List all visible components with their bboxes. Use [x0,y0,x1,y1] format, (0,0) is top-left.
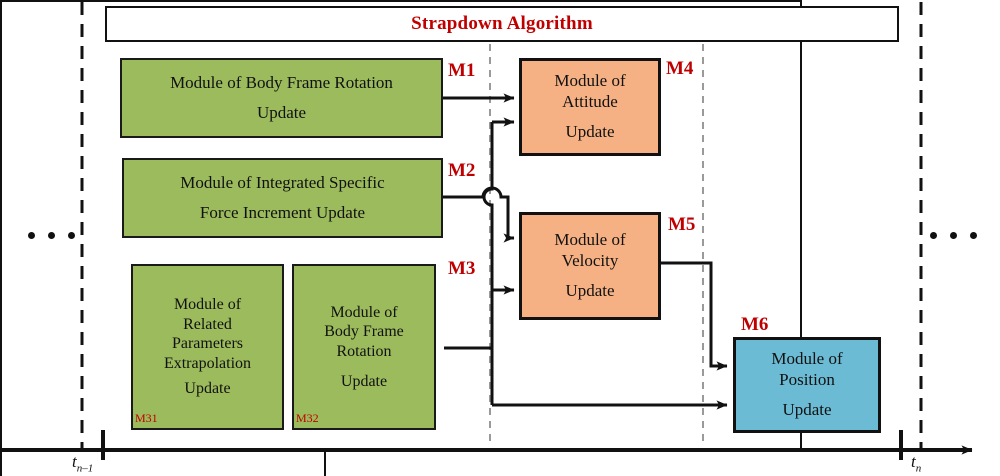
module-m31-line1: Module of [173,296,242,314]
diagram-title-bar: Strapdown Algorithm [105,6,899,42]
ellipsis-right-icon [930,232,977,239]
module-m2-line2: Force Increment Update [199,202,366,222]
connector-m2-to-m5 [443,186,515,243]
module-m32-line4: Update [340,372,388,390]
module-m1-tag: M1 [448,60,476,81]
axis-tick-right-sub: n [915,462,922,475]
axis-tick-label-right: tn [911,452,921,474]
module-m31-line4: Extrapolation [163,354,252,372]
module-m5-tag: M5 [668,214,696,235]
page-title: Strapdown Algorithm [411,13,593,34]
module-m31-tag: M31 [135,411,158,425]
module-m2-line1: Module of Integrated Specific [180,172,385,192]
module-m6-line1: Module of [771,349,843,369]
module-m6-tag: M6 [741,314,769,335]
module-m3-tag: M3 [448,258,476,279]
connector-m5-to-m6 [661,261,728,371]
time-axis-ticks [101,430,903,460]
axis-tick-left-sub: n–1 [76,462,94,475]
module-m1-line2: Update [256,102,307,122]
module-m32-line1: Module of [330,303,398,321]
module-m4-tag: M4 [666,58,694,79]
module-m2-tag: M2 [448,160,476,181]
module-m32-tag: M32 [296,411,319,425]
module-m31-line5: Update [184,380,231,398]
axis-tick-left-base: t [72,452,77,471]
module-m4-line1: Module of [554,71,626,91]
module-m6-line3: Update [782,399,832,419]
module-m31-related-parameters-extrapolation-update[interactable]: Module of Related Parameters Extrapolati… [131,264,284,430]
module-m2-integrated-specific-force-increment-update[interactable]: Module of Integrated Specific Force Incr… [122,158,443,238]
module-m32-line3: Rotation [336,343,392,360]
module-m32-body-frame-rotation-update[interactable]: Module of Body Frame Rotation Update [292,264,436,430]
module-m5-line2: Velocity [561,250,619,270]
module-m31-line3: Parameters [171,335,244,353]
module-m1-body-frame-rotation-update[interactable]: Module of Body Frame Rotation Update [120,58,443,138]
module-m6-position-update[interactable]: Module of Position Update [733,337,881,433]
module-m1-line1: Module of Body Frame Rotation [170,72,393,92]
module-m5-line1: Module of [554,229,626,249]
module-m5-velocity-update[interactable]: Module of Velocity Update [519,212,661,320]
module-m4-line2: Attitude [562,92,618,112]
module-m4-line3: Update [565,121,615,141]
module-m5-line3: Update [565,281,615,301]
module-m6-line2: Position [779,370,835,390]
module-m32-line2: Body Frame [324,323,404,341]
module-m4-attitude-update[interactable]: Module of Attitude Update [519,58,661,156]
axis-tick-label-left: tn–1 [72,452,93,474]
module-m31-line2: Related [183,315,232,333]
ellipsis-left-icon [28,232,75,239]
axis-tick-right-base: t [911,452,916,471]
